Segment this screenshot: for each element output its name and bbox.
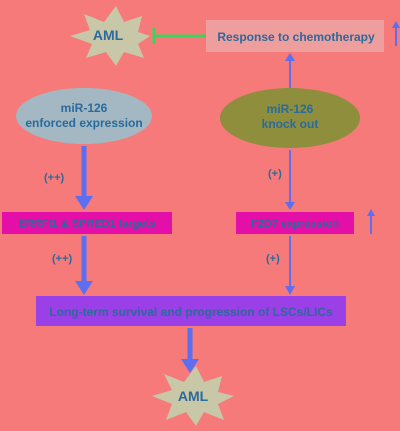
response-node: Response to chemotherapy — [206, 20, 400, 52]
edge-ko-to-f2d7 — [285, 150, 295, 210]
mir126-enforced-line2: enforced expression — [25, 116, 142, 130]
f2d7-label: F2D7 expression — [251, 218, 339, 230]
response-up-arrow-icon — [392, 21, 400, 46]
edge-label-targets-to-lsc: (++) — [52, 253, 73, 265]
edge-targets-to-lsc — [75, 236, 93, 295]
mir126-enforced-node: miR-126 enforced expression — [16, 88, 152, 144]
aml-bottom-burst — [152, 366, 234, 426]
edge-enforced-to-targets — [75, 146, 93, 210]
lsc-label: Long-term survival and progression of LS… — [49, 305, 333, 319]
edge-label-enforced-to-targets: (++) — [44, 172, 65, 184]
aml-bottom-label: AML — [178, 388, 209, 404]
mir126-ko-line2: knock out — [262, 117, 319, 131]
f2d7-box — [236, 212, 354, 234]
mir126-ko-line1: miR-126 — [267, 102, 314, 116]
aml-top-label: AML — [93, 27, 124, 43]
edge-lsc-to-aml — [181, 328, 199, 373]
edge-f2d7-to-lsc — [285, 236, 295, 295]
targets-node: ERRFI1 & SPRED1 targets — [2, 212, 172, 234]
aml-bottom-node: AML — [152, 366, 234, 426]
mir126-enforced-line1: miR-126 — [61, 101, 108, 115]
aml-top-node: AML — [70, 6, 150, 66]
response-label: Response to chemotherapy — [217, 30, 375, 44]
f2d7-up-arrow-icon — [367, 209, 375, 234]
edge-label-ko-to-f2d7: (+) — [268, 168, 282, 180]
inhibit-edge — [152, 28, 206, 44]
f2d7-node: F2D7 expression — [236, 209, 375, 234]
edge-ko-to-response — [285, 53, 295, 88]
targets-box — [2, 212, 172, 234]
mir126-ko-ellipse — [220, 88, 360, 148]
mir126-ko-node: miR-126 knock out — [220, 88, 360, 148]
response-box — [206, 20, 384, 52]
mir126-enforced-ellipse — [16, 88, 152, 144]
targets-label: ERRFI1 & SPRED1 targets — [19, 218, 156, 230]
lsc-bar — [36, 296, 346, 326]
edge-label-f2d7-to-lsc: (+) — [266, 253, 280, 265]
aml-top-burst — [70, 6, 150, 66]
lsc-node: Long-term survival and progression of LS… — [36, 296, 346, 326]
